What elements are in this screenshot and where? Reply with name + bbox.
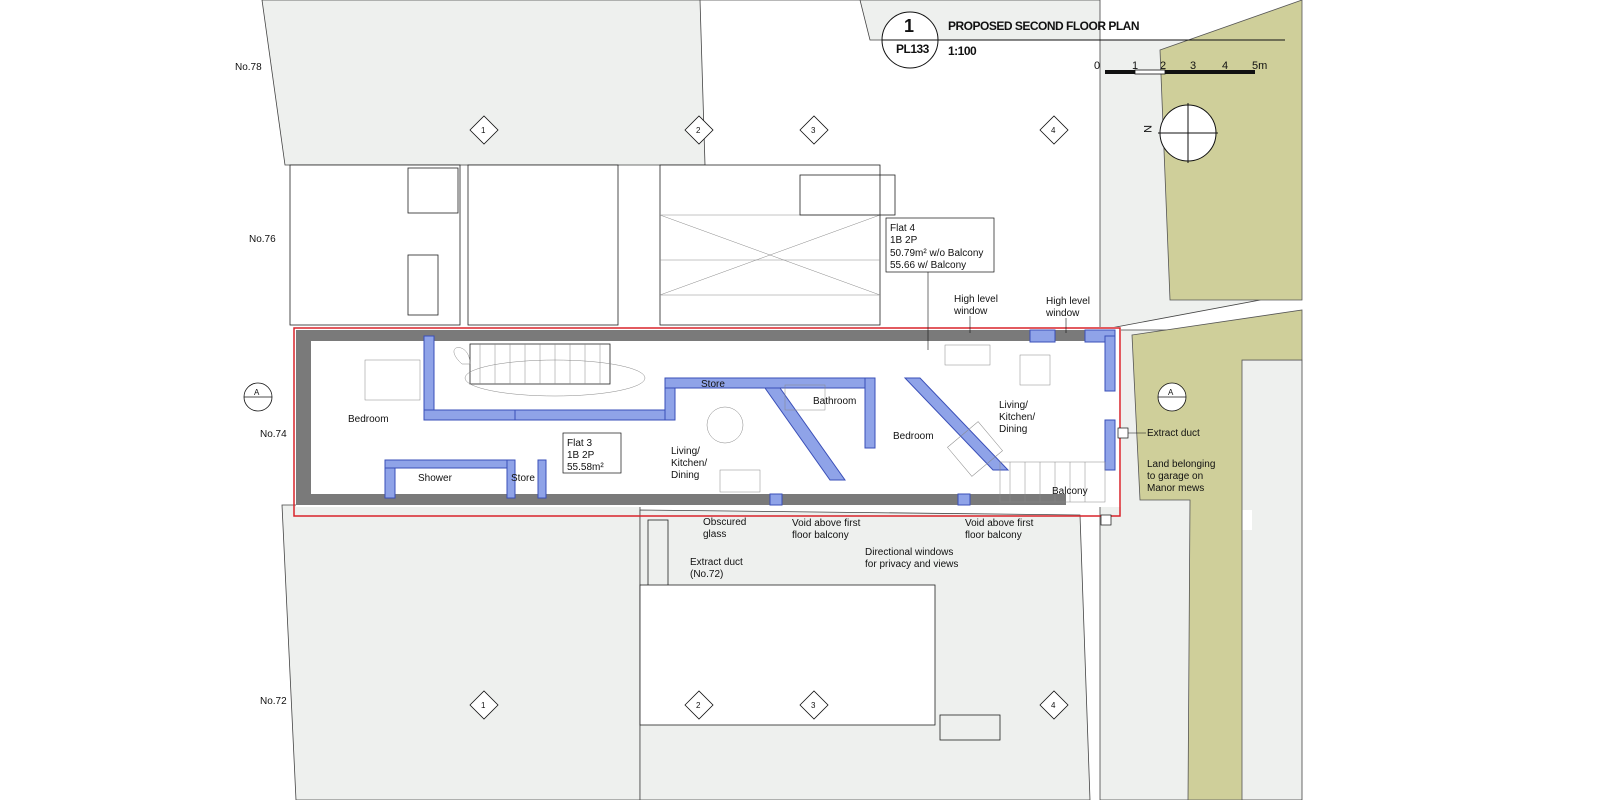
obscured-glass-line1: Obscured [703,517,746,528]
scale-tick-5: 5m [1252,60,1267,72]
flat3-lkd-label-1: Living/ [671,446,700,457]
flat3-labels: Bedroom Shower Store Store Living/ Kitch… [348,379,725,484]
flat3-lkd-label-2: Kitchen/ [671,458,707,469]
label-no76: No.76 [249,234,276,245]
sheet-ref: PL133 [896,42,930,56]
directional-windows-line2: for privacy and views [865,559,958,570]
high-level-window-1-line2: window [953,306,988,317]
flat3-store-label: Store [511,473,535,484]
grid-top-3: 3 [811,126,816,135]
drawing-scale: 1:100 [948,44,977,58]
flat4-bedroom-label: Bedroom [893,431,934,442]
north-label: N [1141,125,1153,133]
land-label-1: Land belonging [1147,459,1215,470]
scale-tick-1: 1 [1132,60,1138,72]
extract-duct-72-line1: Extract duct [690,557,743,568]
flat3-shower-label: Shower [418,473,453,484]
flat3-store-upper-label: Store [701,379,725,390]
label-no72: No.72 [260,696,287,707]
section-markers: A A [243,382,1187,412]
flat3-info-1: Flat 3 [567,438,592,449]
grid-bottom-2: 2 [696,701,701,710]
section-left-label: A [254,388,260,397]
extract-duct-label: Extract duct [1147,428,1200,439]
void-1-line2: floor balcony [792,530,849,541]
grid-markers-bottom: 1 2 3 4 [469,690,1069,720]
high-level-window-1-line1: High level [954,294,998,305]
title-block: 1 PL133 PROPOSED SECOND FLOOR PLAN 1:100 [881,11,1285,69]
scale-tick-0: 0 [1094,60,1100,72]
flat4-lkd-label-3: Dining [999,424,1027,435]
void-2-line1: Void above first [965,518,1034,529]
flat4-lkd-label-1: Living/ [999,400,1028,411]
scale-tick-4: 4 [1222,60,1228,72]
flat4-lkd-label-2: Kitchen/ [999,412,1035,423]
directional-windows-line1: Directional windows [865,547,953,558]
drawing-number: 1 [904,16,914,36]
high-level-window-2-line1: High level [1046,296,1090,307]
void-2-line2: floor balcony [965,530,1022,541]
drawing-title: PROPOSED SECOND FLOOR PLAN [948,19,1139,33]
grid-bottom-4: 4 [1051,701,1056,710]
scale-tick-2: 2 [1160,60,1166,72]
scale-bar: 0 1 2 3 4 5m [1094,60,1267,75]
building-no74 [296,327,1121,507]
garage-land [1131,0,1303,800]
grid-top-1: 1 [481,126,486,135]
existing-rear-structures [289,164,1001,741]
void-1-line1: Void above first [792,518,861,529]
flat4-bathroom-label: Bathroom [813,396,856,407]
high-level-window-2-line2: window [1045,308,1080,319]
grid-top-2: 2 [696,126,701,135]
flat3-info-2: 1B 2P [567,450,595,461]
scale-tick-3: 3 [1190,60,1196,72]
flat4-info-2: 1B 2P [890,235,918,246]
annotations: High level window High level window Extr… [690,294,1215,580]
north-arrow-icon: N [1141,103,1218,163]
flat3-bedroom-label: Bedroom [348,414,389,425]
flat4-balcony-label: Balcony [1052,486,1088,497]
land-label-3: Manor mews [1147,483,1204,494]
grid-bottom-3: 3 [811,701,816,710]
extract-duct-72-line2: (No.72) [690,569,723,580]
flat3-info-3: 55.58m² [567,462,604,473]
land-label-2: to garage on [1147,471,1203,482]
label-no74: No.74 [260,429,287,440]
site-boundary-outline [293,327,1121,517]
section-right-label: A [1168,388,1174,397]
flat3-lkd-label-3: Dining [671,470,699,481]
grid-markers-top: 1 2 3 4 [469,115,1069,145]
flat4-info-4: 55.66 w/ Balcony [890,260,966,271]
flat4-info-3: 50.79m² w/o Balcony [890,248,983,259]
label-no78: No.78 [235,62,262,73]
grid-bottom-1: 1 [481,701,486,710]
flat4-info-1: Flat 4 [890,223,915,234]
flat4-labels: Flat 4 1B 2P 50.79m² w/o Balcony 55.66 w… [813,217,1088,497]
obscured-glass-line2: glass [703,529,726,540]
grid-top-4: 4 [1051,126,1056,135]
